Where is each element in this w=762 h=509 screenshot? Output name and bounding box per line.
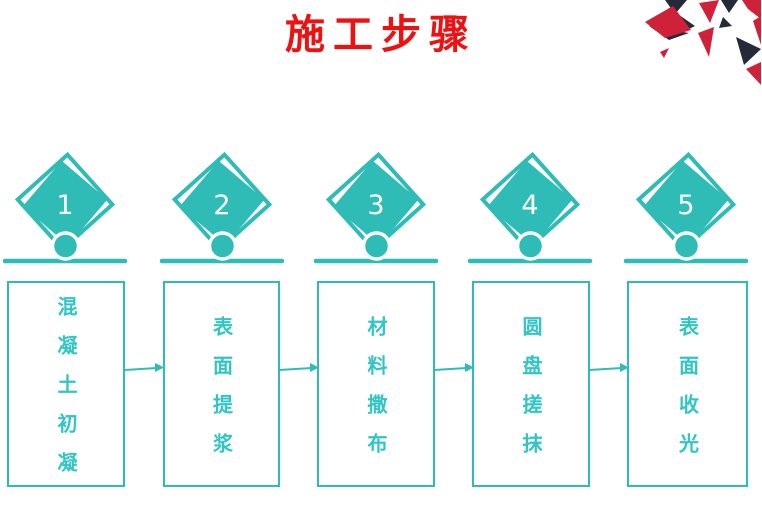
diamond-fill bbox=[22, 160, 108, 246]
step-box-label: 材料撒布 bbox=[364, 315, 388, 472]
step-medal-2: 2 bbox=[159, 151, 285, 264]
right-arrow-icon bbox=[278, 363, 319, 372]
diamond-outline bbox=[171, 151, 273, 253]
step-circle bbox=[671, 231, 702, 261]
step-box-5: 表面收光 bbox=[627, 281, 748, 487]
diamond-fill bbox=[333, 160, 419, 246]
step-number: 4 bbox=[521, 190, 538, 221]
step-circle bbox=[515, 231, 546, 261]
diamond-outline bbox=[325, 151, 427, 253]
step-box-label: 表面提浆 bbox=[209, 315, 234, 472]
step-circle bbox=[207, 231, 238, 261]
step-box-1: 混凝土初凝 bbox=[7, 281, 125, 491]
right-arrow-icon bbox=[588, 363, 629, 372]
step-circle bbox=[361, 231, 392, 261]
step-box-label: 圆盘搓抹 bbox=[519, 315, 543, 472]
step-circle bbox=[50, 231, 81, 261]
step-medal-5: 5 bbox=[623, 151, 749, 264]
shatter-decoration-icon bbox=[645, 0, 761, 85]
step-box-label: 表面收光 bbox=[675, 315, 700, 472]
step-box-2: 表面提浆 bbox=[163, 281, 280, 487]
step-medal-4: 4 bbox=[467, 151, 593, 264]
page-title: 施工步骤 bbox=[285, 11, 477, 58]
step-box-3: 材料撒布 bbox=[317, 281, 435, 487]
diamond-fill bbox=[179, 160, 265, 246]
step-medal-3: 3 bbox=[313, 151, 439, 264]
step-box-label: 混凝土初凝 bbox=[54, 296, 78, 491]
step-box-4: 圆盘搓抹 bbox=[472, 281, 590, 487]
step-medal-1: 1 bbox=[2, 151, 128, 264]
step-number: 3 bbox=[367, 190, 384, 221]
right-arrow-icon bbox=[123, 363, 164, 372]
step-number: 1 bbox=[56, 190, 73, 221]
step-number: 2 bbox=[213, 190, 230, 221]
diamond-outline bbox=[14, 151, 116, 253]
diamond-outline bbox=[479, 151, 581, 253]
diamond-outline bbox=[635, 151, 737, 253]
step-number: 5 bbox=[677, 190, 694, 221]
diamond-fill bbox=[643, 160, 729, 246]
diamond-fill bbox=[487, 160, 573, 246]
right-arrow-icon bbox=[433, 363, 474, 372]
